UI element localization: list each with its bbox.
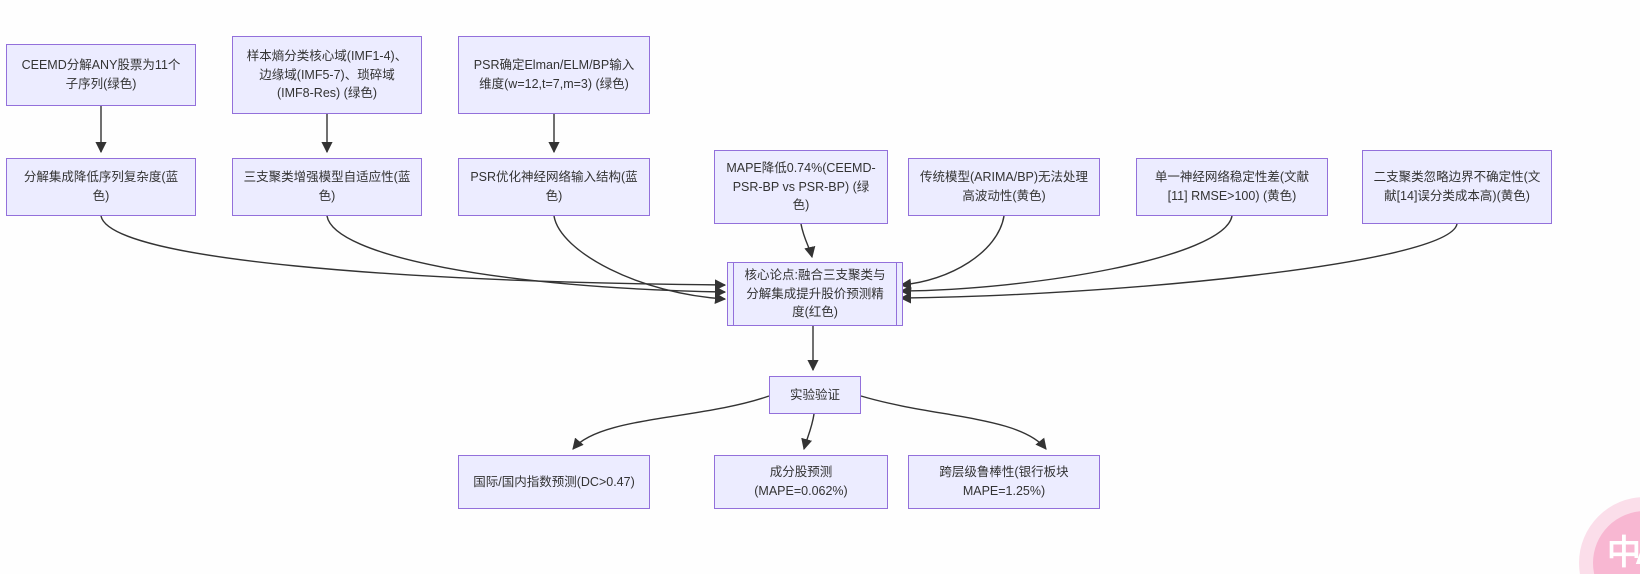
node-core-thesis: 核心论点:融合三支聚类与分解集成提升股价预测精度(红色): [727, 262, 903, 326]
node-single-nn-instability: 单一神经网络稳定性差(文献[11] RMSE>100) (黄色): [1136, 158, 1328, 216]
node-three-way-clustering: 三支聚类增强模型自适应性(蓝色): [232, 158, 422, 216]
node-label: 国际/国内指数预测(DC>0.47): [473, 474, 635, 489]
edge-traditional-core: [899, 215, 1005, 290]
node-label: CEEMD分解ANY股票为11个子序列(绿色): [21, 58, 181, 91]
node-traditional-model-limitation: 传统模型(ARIMA/BP)无法处理高波动性(黄色): [908, 158, 1100, 216]
node-index-prediction: 国际/国内指数预测(DC>0.47): [458, 455, 650, 509]
node-experiment-validation: 实验验证: [769, 376, 861, 414]
node-label: MAPE降低0.74%(CEEMD-PSR-BP vs PSR-BP) (绿色): [726, 160, 876, 213]
node-label: 单一神经网络稳定性差(文献[11] RMSE>100) (黄色): [1154, 170, 1310, 203]
translate-icon: 中A: [1607, 534, 1640, 572]
translate-button[interactable]: 中A: [1593, 511, 1640, 574]
node-sample-entropy: 样本熵分类核心域(IMF1-4)、边缘域(IMF5-7)、琐碎域(IMF8-Re…: [232, 36, 422, 114]
node-label: 样本熵分类核心域(IMF1-4)、边缘域(IMF5-7)、琐碎域(IMF8-Re…: [246, 48, 408, 101]
node-label: 传统模型(ARIMA/BP)无法处理高波动性(黄色): [919, 170, 1089, 203]
node-two-way-clustering-limitation: 二支聚类忽略边界不确定性(文献[14]误分类成本高)(黄色): [1362, 150, 1552, 224]
edge-threeway-core: [326, 215, 727, 298]
edge-experiment-component: [801, 413, 815, 451]
node-cross-level-robustness: 跨层级鲁棒性(银行板块 MAPE=1.25%): [908, 455, 1100, 509]
node-decomposition-ensemble: 分解集成降低序列复杂度(蓝色): [6, 158, 196, 216]
node-label: 跨层级鲁棒性(银行板块 MAPE=1.25%): [939, 465, 1069, 498]
node-label: 分解集成降低序列复杂度(蓝色): [23, 170, 179, 203]
edge-mape-core: [800, 223, 816, 259]
edge-decomp-core: [100, 215, 727, 291]
node-label: PSR优化神经网络输入结构(蓝色): [470, 170, 638, 203]
node-label: 实验验证: [789, 387, 840, 402]
edge-singlenn-core: [899, 215, 1233, 297]
edge-experiment-index: [572, 395, 770, 450]
node-psr-optimization: PSR优化神经网络输入结构(蓝色): [458, 158, 650, 216]
edge-experiment-robust: [860, 395, 1047, 450]
node-psr-input-dimension: PSR确定Elman/ELM/BP输入维度(w=12,t=7,m=3) (绿色): [458, 36, 650, 114]
node-label: 二支聚类忽略边界不确定性(文献[14]误分类成本高)(黄色): [1373, 170, 1541, 203]
node-label: PSR确定Elman/ELM/BP输入维度(w=12,t=7,m=3) (绿色): [473, 58, 635, 91]
node-label: 核心论点:融合三支聚类与分解集成提升股价预测精度(红色): [744, 267, 886, 320]
edge-twoway-core: [899, 223, 1458, 304]
node-mape-reduction: MAPE降低0.74%(CEEMD-PSR-BP vs PSR-BP) (绿色): [714, 150, 888, 224]
node-label: 三支聚类增强模型自适应性(蓝色): [243, 170, 411, 203]
node-component-stock-prediction: 成分股预测(MAPE=0.062%): [714, 455, 888, 509]
node-ceemd-decomposition: CEEMD分解ANY股票为11个子序列(绿色): [6, 44, 196, 106]
node-label: 成分股预测(MAPE=0.062%): [754, 465, 848, 498]
edge-psropt-core: [553, 215, 727, 304]
